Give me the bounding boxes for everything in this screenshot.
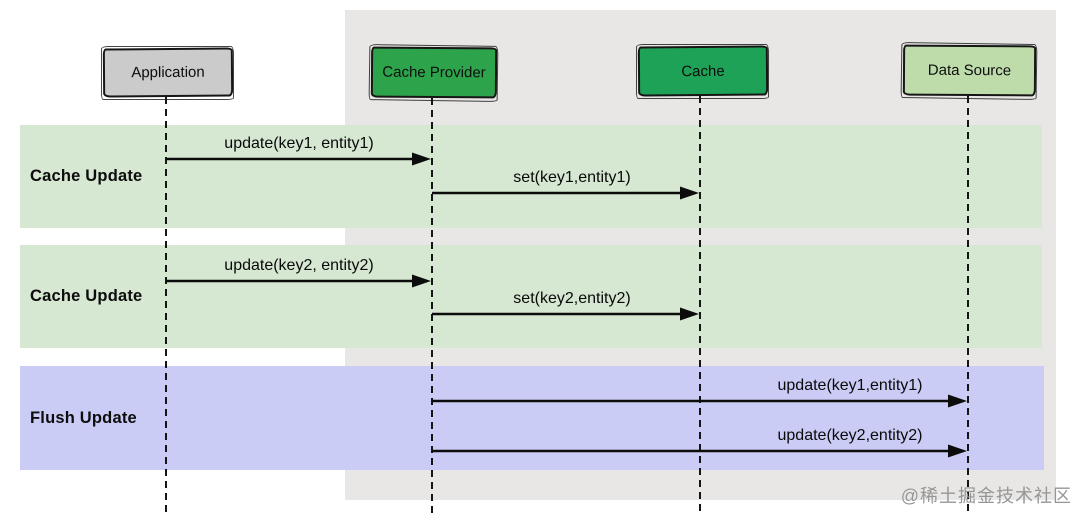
actor-label: Application: [131, 63, 205, 82]
actor-box-application: Application: [102, 47, 234, 98]
message-label: set(key2,entity2): [513, 290, 631, 307]
message-arrowhead-5: [948, 394, 967, 408]
message-label: set(key1,entity1): [513, 169, 631, 186]
actor-box-data-source: Data Source: [902, 44, 1037, 97]
actor-label: Cache: [681, 62, 725, 80]
group-band: Cache Update: [20, 125, 1042, 228]
message-label: update(key2,entity2): [777, 427, 923, 444]
group-label: Cache Update: [30, 287, 143, 305]
group-band: Cache Update: [20, 245, 1042, 348]
message-label: update(key1,entity1): [777, 377, 923, 394]
actor-box-cache-provider: Cache Provider: [370, 46, 498, 99]
actor-label: Cache Provider: [382, 63, 486, 82]
message-arrowhead-1: [412, 152, 431, 166]
message-arrowhead-2: [680, 186, 699, 200]
message-arrowhead-3: [412, 274, 431, 288]
message-label: update(key1, entity1): [224, 135, 374, 152]
group-label: Cache Update: [30, 167, 143, 185]
watermark: @稀土掘金技术社区: [900, 486, 1072, 506]
message-label: update(key2, entity2): [224, 257, 374, 274]
group-band: Flush Update: [20, 366, 1044, 470]
message-arrowhead-6: [948, 444, 967, 458]
group-label: Flush Update: [30, 408, 137, 427]
actor-label: Data Source: [927, 61, 1012, 80]
message-arrowhead-4: [680, 307, 699, 321]
actor-box-cache: Cache: [637, 45, 769, 97]
